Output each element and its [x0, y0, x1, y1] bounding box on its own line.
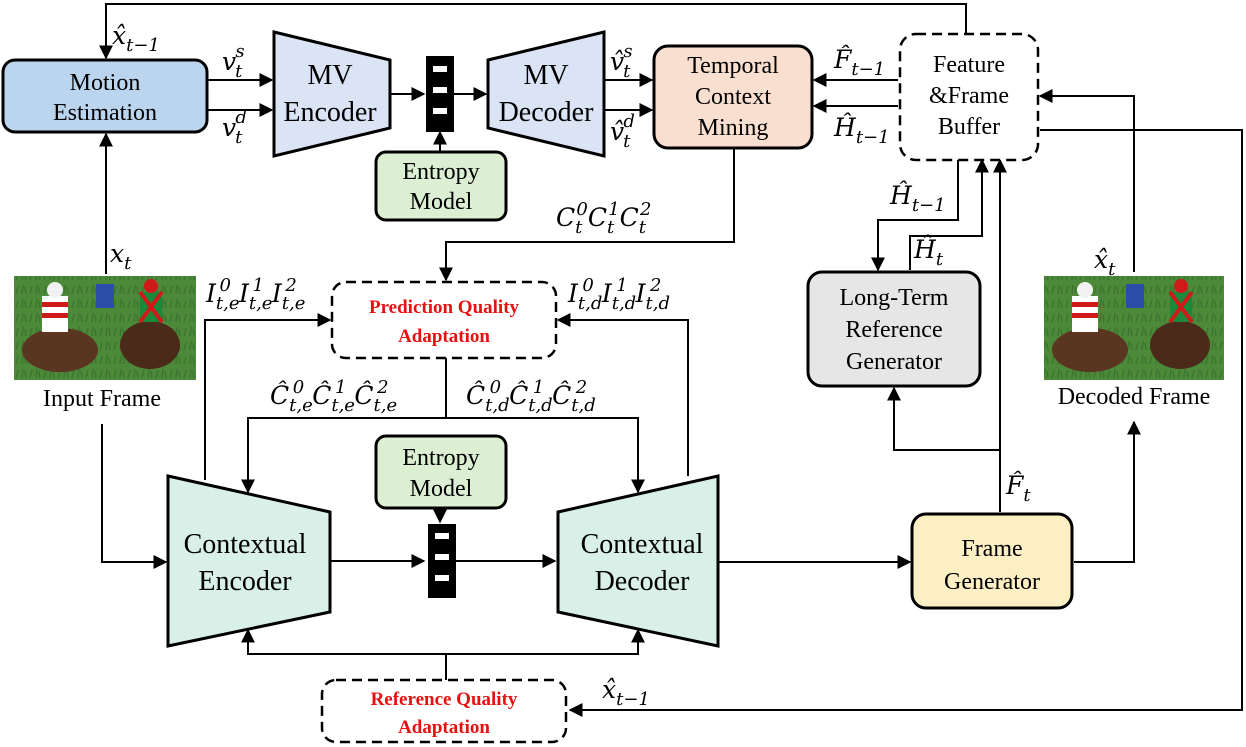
label-f-prev: F̂t−1 — [833, 45, 885, 80]
long-term-reference-generator-block: Long-Term Reference Generator — [806, 270, 982, 388]
math-labels: x̂t−1 vts vtd v̂ts v̂td F̂t−1 Ĥt−1 Ct0Ct… — [110, 21, 1116, 710]
label-h-prev-lower: Ĥt−1 — [889, 181, 946, 216]
entropy-model-top-block: Entropy Model — [374, 150, 508, 222]
mv-decoder-line2: Decoder — [499, 97, 595, 128]
label-vhat-s: v̂ts — [610, 41, 633, 82]
label-contexts: Ct0Ct1Ct2 — [556, 199, 651, 238]
label-h-t: Ĥt — [913, 235, 944, 270]
decoded-frame-image — [1044, 276, 1224, 380]
entropy-model-mid-block: Entropy Model — [374, 434, 508, 510]
mv-encoder-line2: Encoder — [283, 97, 377, 128]
label-xhat-t: x̂t — [1094, 245, 1116, 280]
arrow-xhat-prev-bottom — [568, 129, 1243, 717]
mv-decoder-line1: MV — [523, 60, 568, 91]
buffer-line2: &Frame — [929, 83, 1009, 109]
input-frame-image — [14, 276, 196, 380]
tcm-line1: Temporal — [687, 53, 779, 79]
temporal-context-mining-block: Temporal Context Mining — [652, 44, 814, 150]
connections — [99, 3, 1243, 717]
motion-estimation-block: Motion Estimation — [1, 58, 209, 134]
arrow-pqa-to-dec — [446, 417, 645, 494]
arrow-rqa-to-dec — [446, 628, 645, 655]
tcm-line3: Mining — [698, 115, 769, 141]
feature-frame-buffer-block: Feature &Frame Buffer — [898, 32, 1040, 162]
entropy-mid-line2: Model — [410, 476, 473, 502]
prediction-quality-adaptation-block: Prediction Quality Adaptation — [330, 280, 558, 360]
arrow-ltrg-to-buffer — [909, 158, 989, 270]
entropy-top-line2: Model — [410, 189, 473, 215]
motion-estimation-line1: Motion — [70, 70, 141, 96]
decoded-frame: Decoded Frame — [1044, 276, 1224, 410]
mv-encoder-block: MV Encoder — [272, 30, 392, 158]
frame-generator-line1: Frame — [961, 536, 1022, 562]
arrow-input-to-encoder — [101, 424, 168, 569]
rqa-line2: Adaptation — [398, 717, 490, 738]
ltrg-line2: Reference — [845, 317, 942, 343]
mv-decoder-block: MV Decoder — [486, 30, 606, 158]
contextual-decoder-line1: Contextual — [581, 529, 704, 560]
frame-generator-block: Frame Generator — [910, 512, 1074, 610]
decoded-frame-caption: Decoded Frame — [1058, 384, 1211, 410]
arrow-xhat-prev-top — [99, 3, 967, 60]
arrow-framegen-to-output — [1074, 420, 1141, 563]
pqa-line2: Adaptation — [398, 326, 490, 347]
arrow-contexts — [439, 148, 735, 282]
label-v-d: vtd — [222, 107, 247, 148]
ltrg-line1: Long-Term — [840, 285, 949, 311]
label-vhat-d: v̂td — [610, 111, 635, 152]
contextual-decoder-block: Contextual Decoder — [556, 474, 720, 648]
label-h-prev-right: Ĥt−1 — [833, 113, 890, 148]
rqa-line1: Reference Quality — [371, 689, 518, 710]
entropy-top-line1: Entropy — [402, 159, 479, 185]
arrow-enc-to-pqa — [204, 313, 332, 480]
reference-quality-adaptation-block: Reference Quality Adaptation — [320, 678, 568, 744]
arrow-dec-to-pqa — [556, 313, 689, 476]
arrow-pqa-to-enc — [241, 417, 446, 494]
label-xhat-prev-top: x̂t−1 — [112, 21, 160, 56]
motion-estimation-line2: Estimation — [53, 100, 157, 126]
input-frame-caption: Input Frame — [43, 386, 161, 412]
label-v-s: vts — [222, 41, 245, 82]
arrow-buffer-to-ltrg — [871, 160, 959, 272]
arrow-rqa-to-enc — [241, 628, 446, 655]
contextual-encoder-line1: Contextual — [184, 529, 307, 560]
bitstream-mid — [428, 524, 456, 598]
buffer-line3: Buffer — [938, 114, 1000, 140]
contextual-encoder-line2: Encoder — [198, 566, 292, 597]
label-x-t: xt — [110, 239, 132, 274]
bitstream-top — [426, 56, 454, 132]
frame-generator-line2: Generator — [944, 569, 1040, 595]
arrow-ft-to-ltrg — [887, 386, 1000, 451]
label-xhat-prev-bottom: x̂t−1 — [602, 675, 650, 710]
pqa-line1: Prediction Quality — [369, 297, 520, 318]
arrow-xhat-t-to-buffer — [1038, 89, 1135, 272]
contextual-decoder-line2: Decoder — [595, 566, 691, 597]
mv-encoder-line1: MV — [307, 60, 352, 91]
contextual-encoder-block: Contextual Encoder — [166, 474, 332, 648]
buffer-line1: Feature — [933, 52, 1005, 78]
entropy-mid-line1: Entropy — [402, 445, 479, 471]
input-frame: Input Frame — [14, 276, 196, 412]
tcm-line2: Context — [695, 84, 771, 110]
label-f-t: F̂t — [1005, 471, 1031, 506]
ltrg-line3: Generator — [846, 349, 942, 375]
